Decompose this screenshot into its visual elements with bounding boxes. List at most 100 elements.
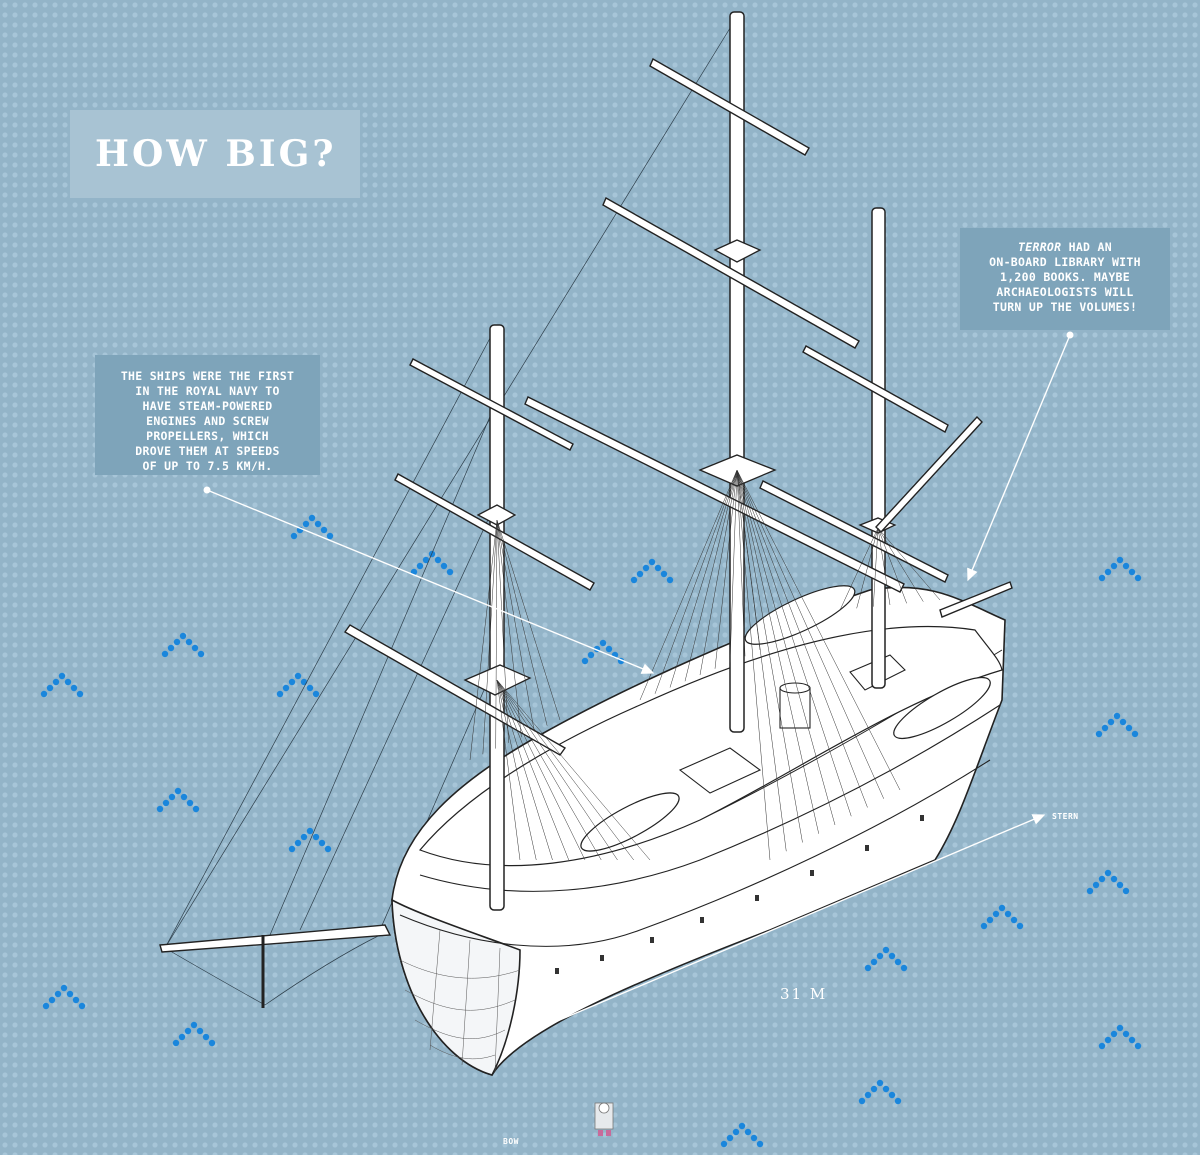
shroud-line	[729, 469, 738, 663]
callout-line: HAVE STEAM-POWERED	[142, 399, 273, 413]
wave-dot	[858, 1097, 866, 1105]
wave-dot	[581, 657, 589, 665]
wave-dot	[1004, 910, 1012, 918]
shroud-line	[496, 519, 548, 726]
wave-dot	[1092, 881, 1100, 889]
callout-steam-engines: THE SHIPS WERE THE FIRST IN THE ROYAL NA…	[95, 355, 320, 475]
shroud-line	[684, 469, 738, 682]
stern-label: STERN	[1052, 812, 1079, 821]
wave-dot	[1125, 724, 1133, 732]
shroud-line	[736, 469, 884, 799]
shroud-line	[654, 469, 738, 694]
length-dimension-arrow	[523, 814, 1046, 1040]
wave-dot	[167, 644, 175, 652]
length-label: 31 M	[780, 985, 828, 1003]
wave-dot	[894, 958, 902, 966]
ship-name-emphasis: TERROR	[1018, 240, 1062, 254]
shroud-line	[839, 527, 879, 611]
wave-dot	[1116, 881, 1124, 889]
shroud-line	[877, 527, 907, 604]
wave-dot	[1098, 875, 1106, 883]
wave-dot	[46, 684, 54, 692]
wave-dot	[1104, 869, 1112, 877]
shroud-line	[669, 469, 738, 688]
shroud-line	[736, 469, 901, 791]
callout-line: IN THE ROYAL NAVY TO	[135, 384, 280, 398]
wave-dot	[726, 1134, 734, 1142]
wave-dot	[1104, 568, 1112, 576]
wave-dot	[40, 690, 48, 698]
shroud-line	[639, 469, 738, 701]
wave-dot	[1010, 916, 1018, 924]
wave-dot	[300, 833, 308, 841]
wave-dot	[290, 532, 298, 540]
right-callout-arrow	[967, 334, 1071, 582]
wave-dot	[744, 1128, 752, 1136]
wave-dot	[48, 996, 56, 1004]
wave-dot	[1134, 574, 1142, 582]
wave-dot	[876, 952, 884, 960]
wave-dot	[300, 678, 308, 686]
wave-dot	[1110, 1030, 1118, 1038]
wave-dot	[288, 678, 296, 686]
wave-dot	[191, 644, 199, 652]
wave-dot	[440, 562, 448, 570]
wave-dot	[161, 650, 169, 658]
wave-dot	[738, 1122, 746, 1130]
wave-dot	[174, 787, 182, 795]
wave-dot	[184, 1027, 192, 1035]
wave-dot	[422, 556, 430, 564]
wave-dot	[605, 645, 613, 653]
wave-dot	[64, 678, 72, 686]
wave-dot	[888, 1091, 896, 1099]
shroud-line	[496, 679, 521, 861]
shroud-line	[856, 527, 879, 609]
wave-dot	[1131, 730, 1139, 738]
wave-dot	[599, 639, 607, 647]
shroud-line	[736, 469, 746, 657]
callout-line: ARCHAEOLOGISTS WILL	[996, 285, 1134, 299]
wave-dot	[1113, 712, 1121, 720]
shroud-line	[736, 469, 787, 852]
shroud-line	[469, 519, 498, 761]
wave-dot	[173, 638, 181, 646]
wave-dot	[294, 839, 302, 847]
callout-line: DROVE THEM AT SPEEDS	[135, 444, 280, 458]
callout-line-rest: HAD AN	[1061, 240, 1112, 254]
title-box: HOW BIG?	[70, 110, 360, 198]
wave-dot	[306, 684, 314, 692]
annotation-lines	[203, 331, 1074, 1040]
shroud-line	[736, 469, 868, 808]
shroud-line	[873, 527, 879, 607]
shroud-line	[736, 469, 819, 834]
wave-dot	[1101, 724, 1109, 732]
wave-dot	[308, 514, 316, 522]
wave-dot	[66, 990, 74, 998]
shroud-line	[495, 519, 498, 749]
wave-dot	[1016, 922, 1024, 930]
wave-dot	[900, 964, 908, 972]
wave-dot	[864, 1091, 872, 1099]
wave-dot	[446, 568, 454, 576]
callout-line: ON-BOARD LIBRARY WITH	[989, 255, 1141, 269]
wave-dot	[732, 1128, 740, 1136]
wave-dot	[202, 1033, 210, 1041]
left-callout-arrow	[206, 489, 655, 674]
bow-label: BOW	[503, 1137, 519, 1146]
wave-dot	[78, 1002, 86, 1010]
wave-dot	[208, 1039, 216, 1047]
masts	[489, 11, 886, 911]
wave-dot	[70, 684, 78, 692]
wave-dot	[1134, 1042, 1142, 1050]
wave-dot	[666, 576, 674, 584]
shroud-line	[496, 519, 522, 738]
wave-dot	[1110, 875, 1118, 883]
page-title: HOW BIG?	[95, 133, 337, 175]
wave-dot	[276, 690, 284, 698]
wave-dot	[185, 638, 193, 646]
wave-dot	[756, 1140, 764, 1148]
wave-dot	[888, 952, 896, 960]
wave-dot	[1128, 568, 1136, 576]
wave-dot	[998, 904, 1006, 912]
shroud-line	[496, 519, 535, 732]
